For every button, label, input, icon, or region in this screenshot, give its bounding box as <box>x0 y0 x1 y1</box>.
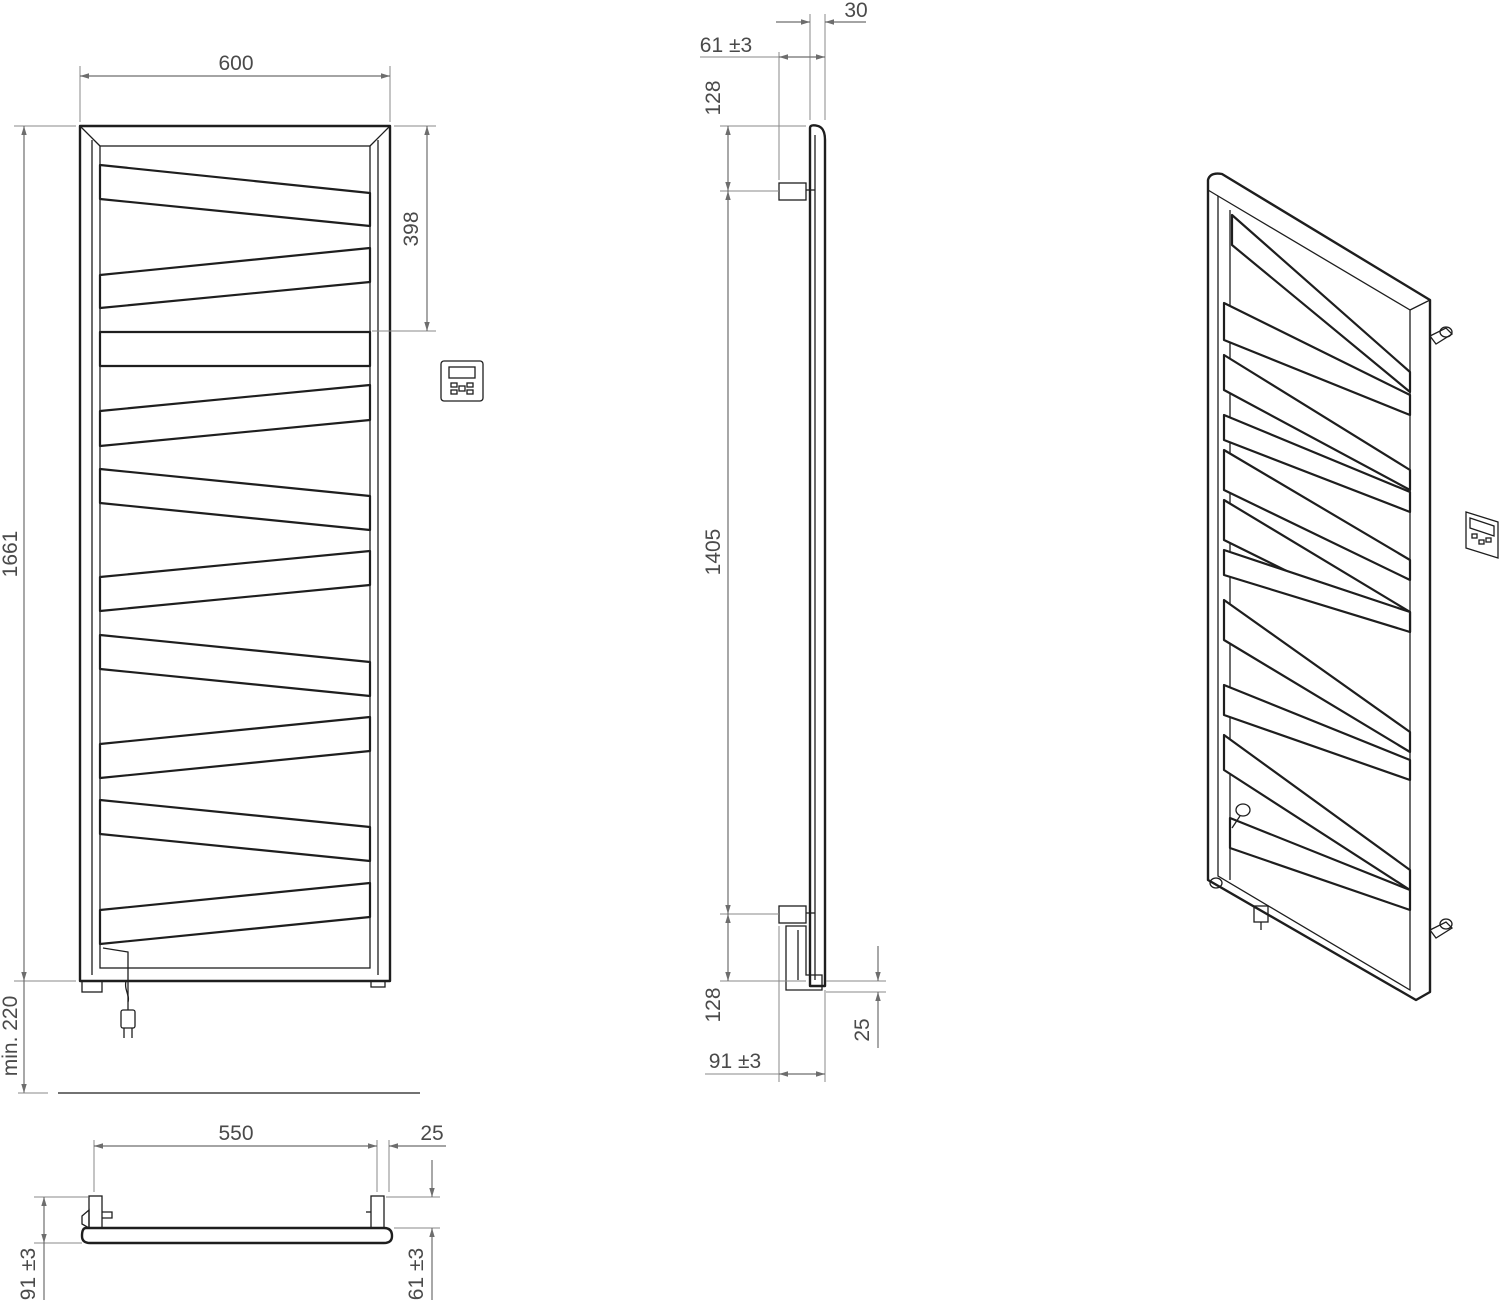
left-connector <box>88 1195 103 1229</box>
radiator-bar-perspective <box>1222 413 1412 514</box>
radiator-bar <box>98 467 372 532</box>
dim-width: 600 <box>218 52 253 75</box>
radiator-side-profile <box>808 124 827 988</box>
side-view: 30 61 ±3 128 1405 128 25 91 ±3 <box>700 0 886 1082</box>
bottom-bracket <box>778 905 807 924</box>
radiator-bar-perspective <box>1222 353 1412 492</box>
dim-top-offset: 128 <box>702 80 725 115</box>
dim-bottom-offset: 128 <box>702 987 725 1022</box>
zigzag-bars-perspective <box>1222 213 1412 912</box>
controller-icon <box>1465 511 1499 559</box>
dim-depth: 30 <box>844 0 867 22</box>
wall-bracket-bottom <box>1429 918 1454 939</box>
radiator-bar <box>98 246 372 310</box>
dim-control-height: 398 <box>400 211 423 246</box>
radiator-bar-perspective <box>1222 448 1412 582</box>
bottom-valve <box>81 980 103 993</box>
front-view: 600 1661 398 min. 220 <box>0 52 484 1094</box>
radiator-bar <box>98 549 372 613</box>
dim-plan-right-wall: 61 ±3 <box>405 1248 428 1300</box>
dim-plan-offset: 25 <box>420 1122 443 1145</box>
radiator-bar-perspective <box>1230 213 1412 394</box>
top-bracket <box>778 182 807 201</box>
radiator-bar-perspective <box>1222 548 1412 634</box>
radiator-bar <box>98 881 372 946</box>
controller-icon <box>440 360 484 402</box>
dim-top-wall: 61 ±3 <box>700 34 752 57</box>
radiator-bar <box>98 163 372 228</box>
radiator-bar <box>98 798 372 863</box>
radiator-plan-profile <box>80 1226 394 1245</box>
bottom-valve-side <box>785 925 823 991</box>
valve-perspective <box>1209 803 1269 930</box>
dim-floor-clearance: min. 220 <box>0 996 22 1077</box>
right-connector <box>370 1195 385 1229</box>
radiator-bar <box>98 383 372 448</box>
radiator-bar <box>98 330 372 368</box>
radiator-bar-perspective <box>1228 816 1412 912</box>
radiator-bar-perspective <box>1222 301 1412 417</box>
perspective-view <box>1206 172 1499 1002</box>
dim-connection-spacing: 1405 <box>702 529 725 576</box>
plug-icon <box>120 1000 136 1038</box>
dim-bottom-foot: 25 <box>851 1018 874 1041</box>
zigzag-bars <box>98 163 372 946</box>
radiator-bar <box>98 633 372 698</box>
dim-height: 1661 <box>0 531 22 578</box>
radiator-bar-perspective <box>1222 683 1412 782</box>
wall-bracket-top <box>1429 326 1454 345</box>
power-cable <box>102 947 129 1000</box>
radiator-bar <box>98 715 372 780</box>
dim-bottom-wall: 91 ±3 <box>709 1050 761 1073</box>
bottom-foot <box>370 980 386 988</box>
radiator-perspective-frame <box>1206 172 1432 1002</box>
dim-plan-spacing: 550 <box>218 1122 253 1145</box>
plan-view: 550 25 91 ±3 61 ±3 <box>17 1122 446 1300</box>
radiator-outer-frame <box>78 124 392 983</box>
radiator-bar-perspective <box>1222 598 1412 754</box>
dim-plan-left-wall: 91 ±3 <box>17 1248 40 1300</box>
